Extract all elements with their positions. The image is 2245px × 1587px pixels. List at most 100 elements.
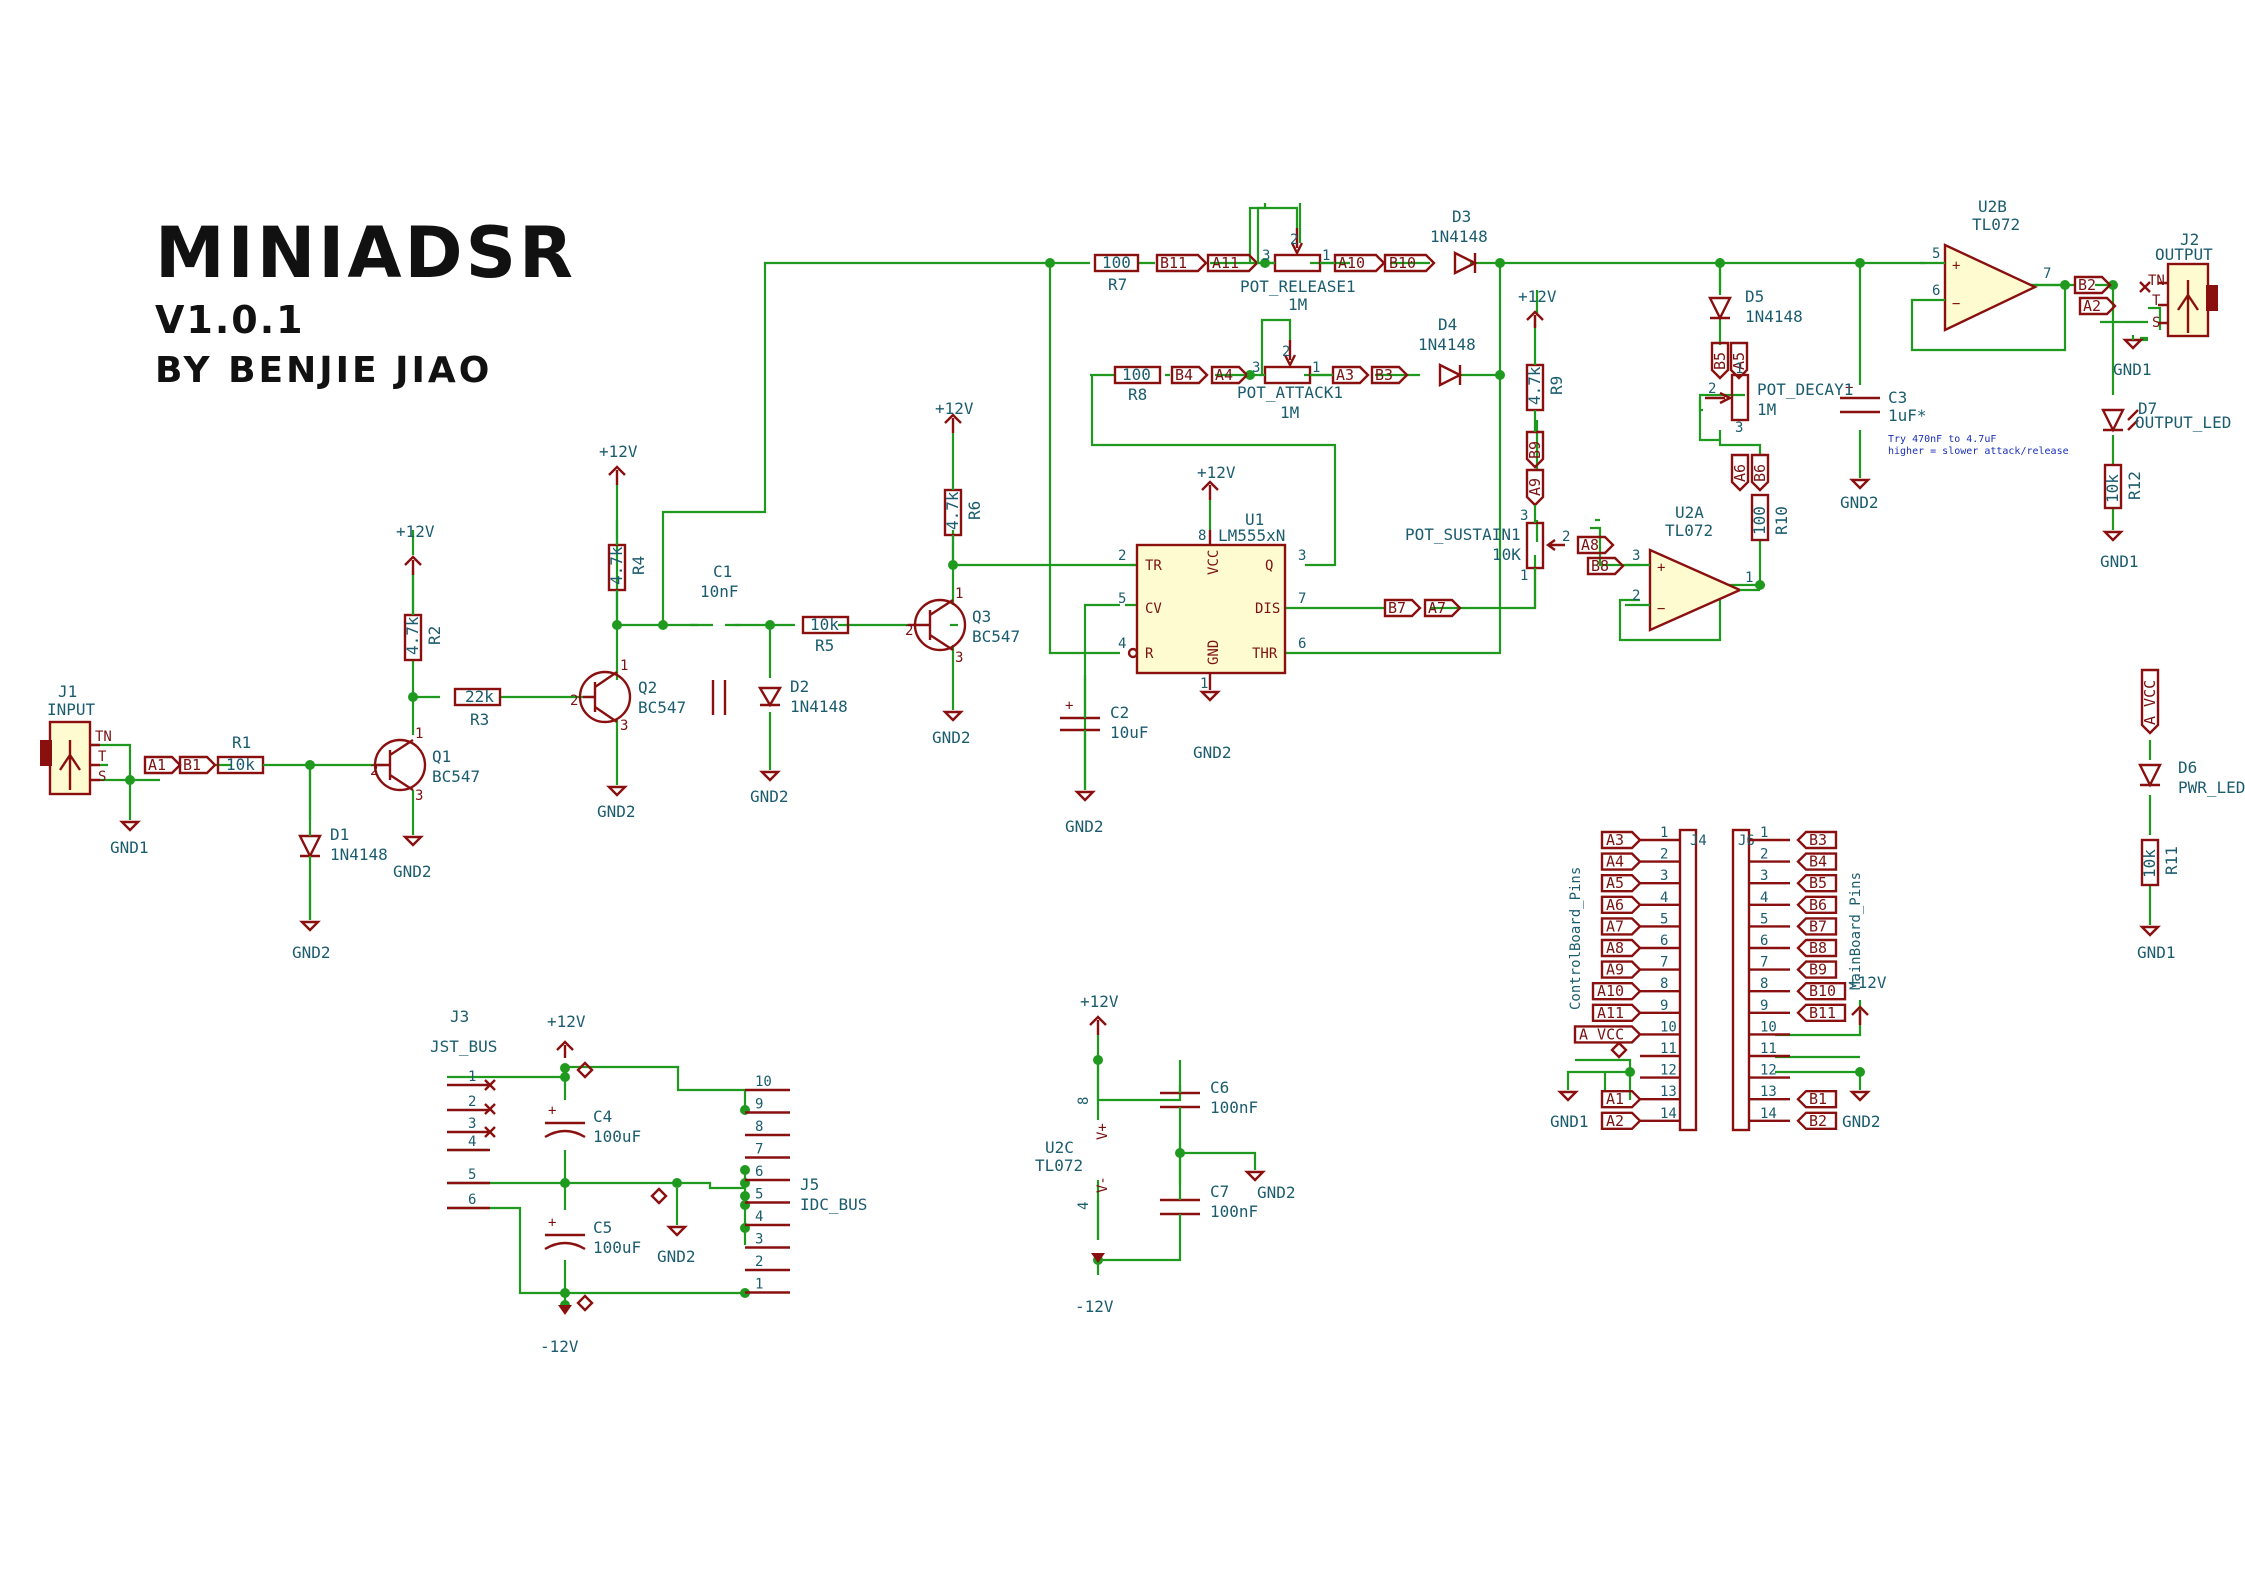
svg-text:GND2: GND2: [750, 787, 789, 806]
j5-pin-number: 3: [755, 1232, 763, 1248]
svg-text:B1: B1: [183, 756, 201, 774]
svg-text:3: 3: [415, 788, 423, 804]
j6-pin-number: 13: [1760, 1084, 1777, 1100]
j6-net-label-text: B10: [1809, 982, 1836, 1000]
svg-text:D2: D2: [790, 677, 809, 696]
svg-text:3: 3: [1298, 548, 1306, 564]
j4-controlboard-header: J4 ControlBoard_Pins 1A32A43A54A65A76A87…: [1568, 825, 1707, 1132]
j4-net-label-text: A8: [1606, 939, 1624, 957]
svg-text:MainBoard_Pins: MainBoard_Pins: [1848, 872, 1864, 990]
svg-text:A3: A3: [1336, 366, 1354, 384]
svg-text:D3: D3: [1452, 207, 1471, 226]
j6-net-label: [1796, 852, 1838, 871]
svg-text:BC547: BC547: [638, 698, 686, 717]
svg-text:TL072: TL072: [1035, 1156, 1083, 1175]
svg-text:2: 2: [905, 623, 913, 639]
svg-text:R6: R6: [965, 501, 984, 520]
j4-net-label-text: A10: [1597, 982, 1624, 1000]
svg-text:+: +: [1065, 698, 1073, 714]
svg-text:2: 2: [1290, 232, 1298, 248]
svg-text:A9: A9: [1526, 478, 1544, 496]
svg-text:VCC: VCC: [1206, 550, 1222, 575]
j6-net-label-text: B9: [1809, 961, 1827, 979]
j4-net-label-text: A3: [1606, 831, 1624, 849]
svg-text:POT_ATTACK1: POT_ATTACK1: [1237, 383, 1343, 402]
pwr-r2: +12V: [396, 522, 435, 615]
svg-text:R8: R8: [1128, 385, 1147, 404]
net-label-a2: A2: [2078, 296, 2117, 316]
svg-text:+12V: +12V: [547, 1012, 586, 1031]
svg-text:2: 2: [570, 693, 578, 709]
pwr-r4: +12V: [599, 442, 638, 545]
svg-text:R3: R3: [470, 710, 489, 729]
net-label-b8: B8: [1586, 556, 1625, 576]
j4-net-label: [1600, 895, 1642, 914]
j4-net-label-text: A6: [1606, 896, 1624, 914]
svg-text:GND2: GND2: [1842, 1112, 1881, 1131]
j6-net-label-text: B3: [1809, 831, 1827, 849]
gnd2-q2: GND2: [597, 785, 636, 821]
j4-pin-number: 6: [1660, 933, 1668, 949]
j6-pin-number: 9: [1760, 998, 1768, 1014]
j4-net-label-text: A2: [1606, 1112, 1624, 1130]
svg-text:4: 4: [1076, 1202, 1092, 1210]
j6-pin-number: 11: [1760, 1041, 1777, 1057]
svg-text:Q2: Q2: [638, 678, 657, 697]
svg-text:A4: A4: [1215, 366, 1233, 384]
svg-text:6: 6: [1298, 636, 1306, 652]
svg-text:+: +: [548, 1103, 556, 1119]
j6-net-label: [1796, 917, 1838, 936]
j6-pin-number: 6: [1760, 933, 1768, 949]
net-label-b2: B2: [2073, 275, 2112, 295]
j4-net-label: [1600, 874, 1642, 893]
svg-text:B11: B11: [1160, 254, 1187, 272]
svg-text:GND2: GND2: [597, 802, 636, 821]
svg-text:R11: R11: [2162, 846, 2181, 875]
pwr-bus: +12V: [547, 1012, 586, 1058]
svg-text:+12V: +12V: [599, 442, 638, 461]
j4-net-label-text: A5: [1606, 874, 1624, 892]
j4-net-label: [1573, 1025, 1642, 1044]
svg-text:D6: D6: [2178, 758, 2197, 777]
svg-text:Q3: Q3: [972, 607, 991, 626]
net-label-a8: A8: [1576, 535, 1615, 555]
svg-text:R10: R10: [1772, 506, 1791, 535]
j5-pin-number: 10: [755, 1074, 772, 1090]
j4-pin-number: 7: [1660, 955, 1668, 971]
svg-text:THR: THR: [1252, 646, 1278, 662]
gnd2-u1: GND2: [1193, 690, 1232, 762]
svg-text:2: 2: [1562, 529, 1570, 545]
j5-pin-number: 7: [755, 1142, 763, 1158]
j6-pin-number: 5: [1760, 911, 1768, 927]
svg-text:100: 100: [1122, 365, 1151, 384]
svg-text:GND1: GND1: [1550, 1112, 1589, 1131]
j4-net-label: [1591, 982, 1642, 1001]
svg-text:POT_DECAY1: POT_DECAY1: [1757, 380, 1853, 399]
svg-text:B10: B10: [1389, 254, 1416, 272]
gnd2-d1: GND2: [292, 920, 331, 962]
svg-text:+12V: +12V: [396, 522, 435, 541]
svg-text:10k: 10k: [810, 615, 839, 634]
svg-text:C2: C2: [1110, 703, 1129, 722]
j5-pin-number: 1: [755, 1277, 763, 1293]
gnd2-cap: GND2: [1244, 1170, 1296, 1202]
svg-text:2: 2: [1118, 548, 1126, 564]
svg-text:CV: CV: [1145, 601, 1162, 617]
j4-net-label: [1600, 852, 1642, 871]
gnd2-c2: GND2: [1065, 790, 1104, 836]
svg-text:1M: 1M: [1280, 403, 1299, 422]
j4-pin-number: 13: [1660, 1084, 1677, 1100]
svg-text:4.7k: 4.7k: [403, 616, 422, 655]
